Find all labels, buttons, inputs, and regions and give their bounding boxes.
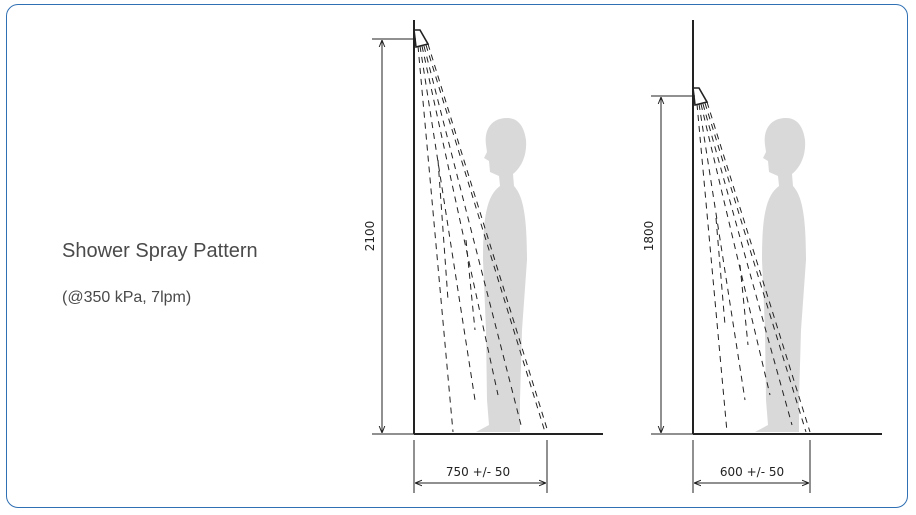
diagram-title: Shower Spray Pattern bbox=[62, 240, 258, 262]
spray-lines bbox=[696, 101, 811, 433]
height-label: 1800 bbox=[642, 221, 656, 252]
spray-lines bbox=[417, 43, 549, 433]
shower-head-icon bbox=[692, 87, 709, 106]
shower-head-icon bbox=[413, 29, 430, 48]
width-label: 600 +/- 50 bbox=[720, 465, 784, 479]
diagram-2100: 2100 750 +/- 50 bbox=[363, 20, 603, 493]
spray-segments bbox=[715, 217, 749, 346]
diagram-subtitle: (@350 kPa, 7lpm) bbox=[62, 289, 192, 306]
height-label: 2100 bbox=[363, 221, 377, 252]
diagram-1800: 1800 600 +/- 50 bbox=[642, 20, 882, 493]
diagram-frame bbox=[6, 4, 908, 508]
human-silhouette-icon bbox=[755, 118, 806, 432]
spray-segments bbox=[437, 159, 476, 331]
human-silhouette-icon bbox=[476, 118, 527, 432]
width-label: 750 +/- 50 bbox=[446, 465, 510, 479]
